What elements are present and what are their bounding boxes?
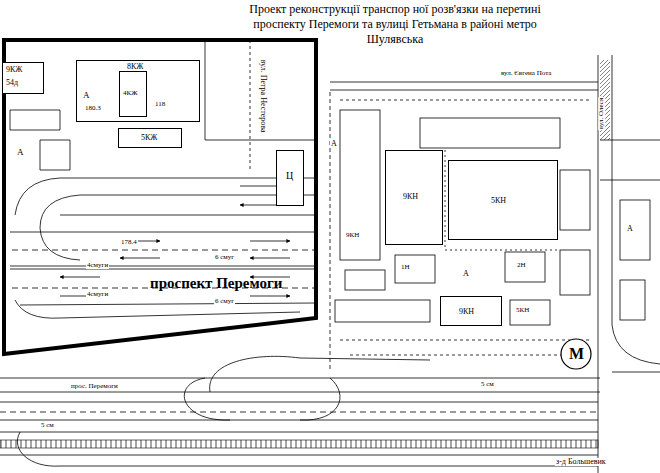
- map-label: 5КН: [515, 307, 530, 314]
- building-note: 180.3: [85, 105, 101, 112]
- map-label: 5 см: [40, 422, 55, 429]
- building: 9КЖ 54д: [2, 62, 44, 94]
- map-label: 6 смуг: [214, 254, 235, 261]
- map-label: А: [330, 140, 338, 148]
- map-label: 178.4: [120, 239, 138, 246]
- map-label: 5 см: [480, 381, 495, 388]
- map-label: прос. Перемоги: [70, 383, 119, 390]
- map-label: вул. Петра Нестерова: [259, 59, 267, 134]
- inset-frame: проспект Перемоги 8КЖ А 180.3 118 4КЖ 5КЖ 9КЖ 54…: [2, 38, 318, 356]
- building: 5КН: [448, 160, 558, 240]
- building-mark: 5КЖ: [141, 134, 158, 142]
- building-wing: 5КЖ: [118, 128, 182, 148]
- building-mark: 9КН: [459, 308, 474, 316]
- plan-title: Проект реконструкції транспор ної розв'я…: [235, 2, 555, 47]
- map-label: 4смуги: [86, 291, 109, 298]
- building-mark: Ц: [286, 171, 293, 181]
- map-label: 2Н: [516, 262, 527, 269]
- building-mark: 5КН: [491, 197, 506, 205]
- map-label: 9КН: [345, 232, 360, 239]
- building-mark: 4КЖ: [123, 90, 137, 97]
- map-label: А: [462, 270, 470, 278]
- building-tower: 4КЖ: [119, 71, 147, 117]
- building-mark: 8КЖ: [127, 63, 144, 71]
- building: Ц: [276, 150, 304, 206]
- metro-sign: М: [560, 338, 592, 370]
- map-label: вул. Євгена Пота: [500, 70, 552, 77]
- map-label: 4смуги: [86, 262, 109, 269]
- map-label: А: [16, 148, 25, 157]
- building-mark: М: [569, 346, 584, 362]
- building: 9КН: [385, 150, 443, 245]
- building-note: А: [83, 91, 90, 100]
- street-name: проспект Перемоги: [150, 276, 283, 291]
- building-note: 54д: [6, 79, 18, 87]
- building-mark: 9КЖ: [6, 66, 23, 74]
- map-label: 6 смуг: [214, 298, 235, 305]
- map-label: 1Н: [400, 264, 411, 271]
- map-label: вул. Олеся: [598, 97, 605, 130]
- map-label: А: [626, 225, 634, 233]
- map-label: з-д Большевик: [555, 458, 607, 466]
- building-mark: 9КН: [403, 193, 418, 201]
- building: 9КН: [440, 296, 502, 326]
- building-note: 118: [155, 101, 165, 108]
- building: 8КЖ А 180.3 118 4КЖ: [76, 60, 200, 122]
